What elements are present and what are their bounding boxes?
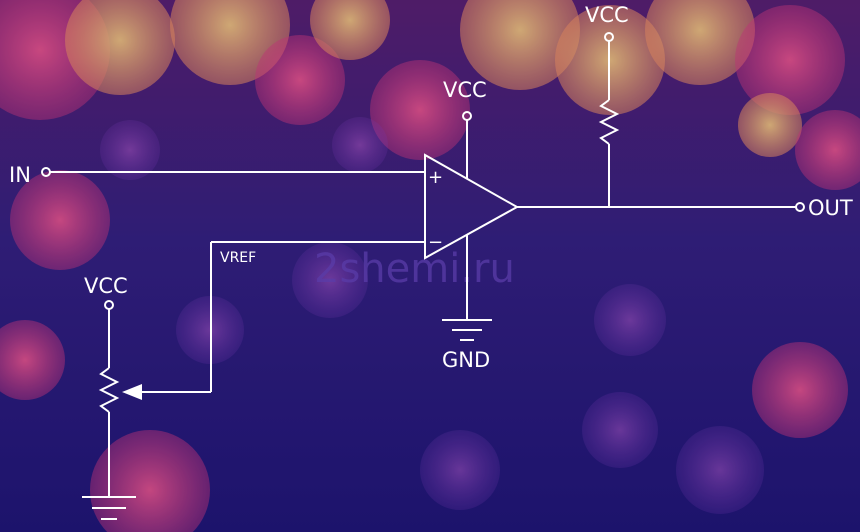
output-line [517, 202, 805, 212]
watermark-text: 2shemi.ru [314, 246, 515, 292]
opamp-minus-sign: − [428, 232, 443, 253]
wiper-arrow [122, 384, 142, 400]
opamp-symbol [424, 153, 520, 260]
input-line [41, 167, 425, 177]
pot-vcc-label: VCC [84, 274, 128, 298]
pullup-resistor [598, 32, 620, 207]
opamp-vcc-label: VCC [443, 78, 487, 102]
pot-ground-symbol [82, 496, 136, 520]
pullup-vcc-label: VCC [585, 3, 629, 27]
opamp-ground-symbol [442, 235, 492, 341]
potentiometer [98, 300, 120, 497]
vref-label: VREF [220, 250, 256, 266]
output-label: OUT [808, 196, 853, 220]
input-label: IN [9, 163, 31, 187]
gnd-label: GND [442, 348, 490, 372]
vref-line [122, 241, 425, 400]
opamp-plus-sign: + [428, 167, 443, 188]
opamp-vcc-rail [462, 111, 472, 179]
